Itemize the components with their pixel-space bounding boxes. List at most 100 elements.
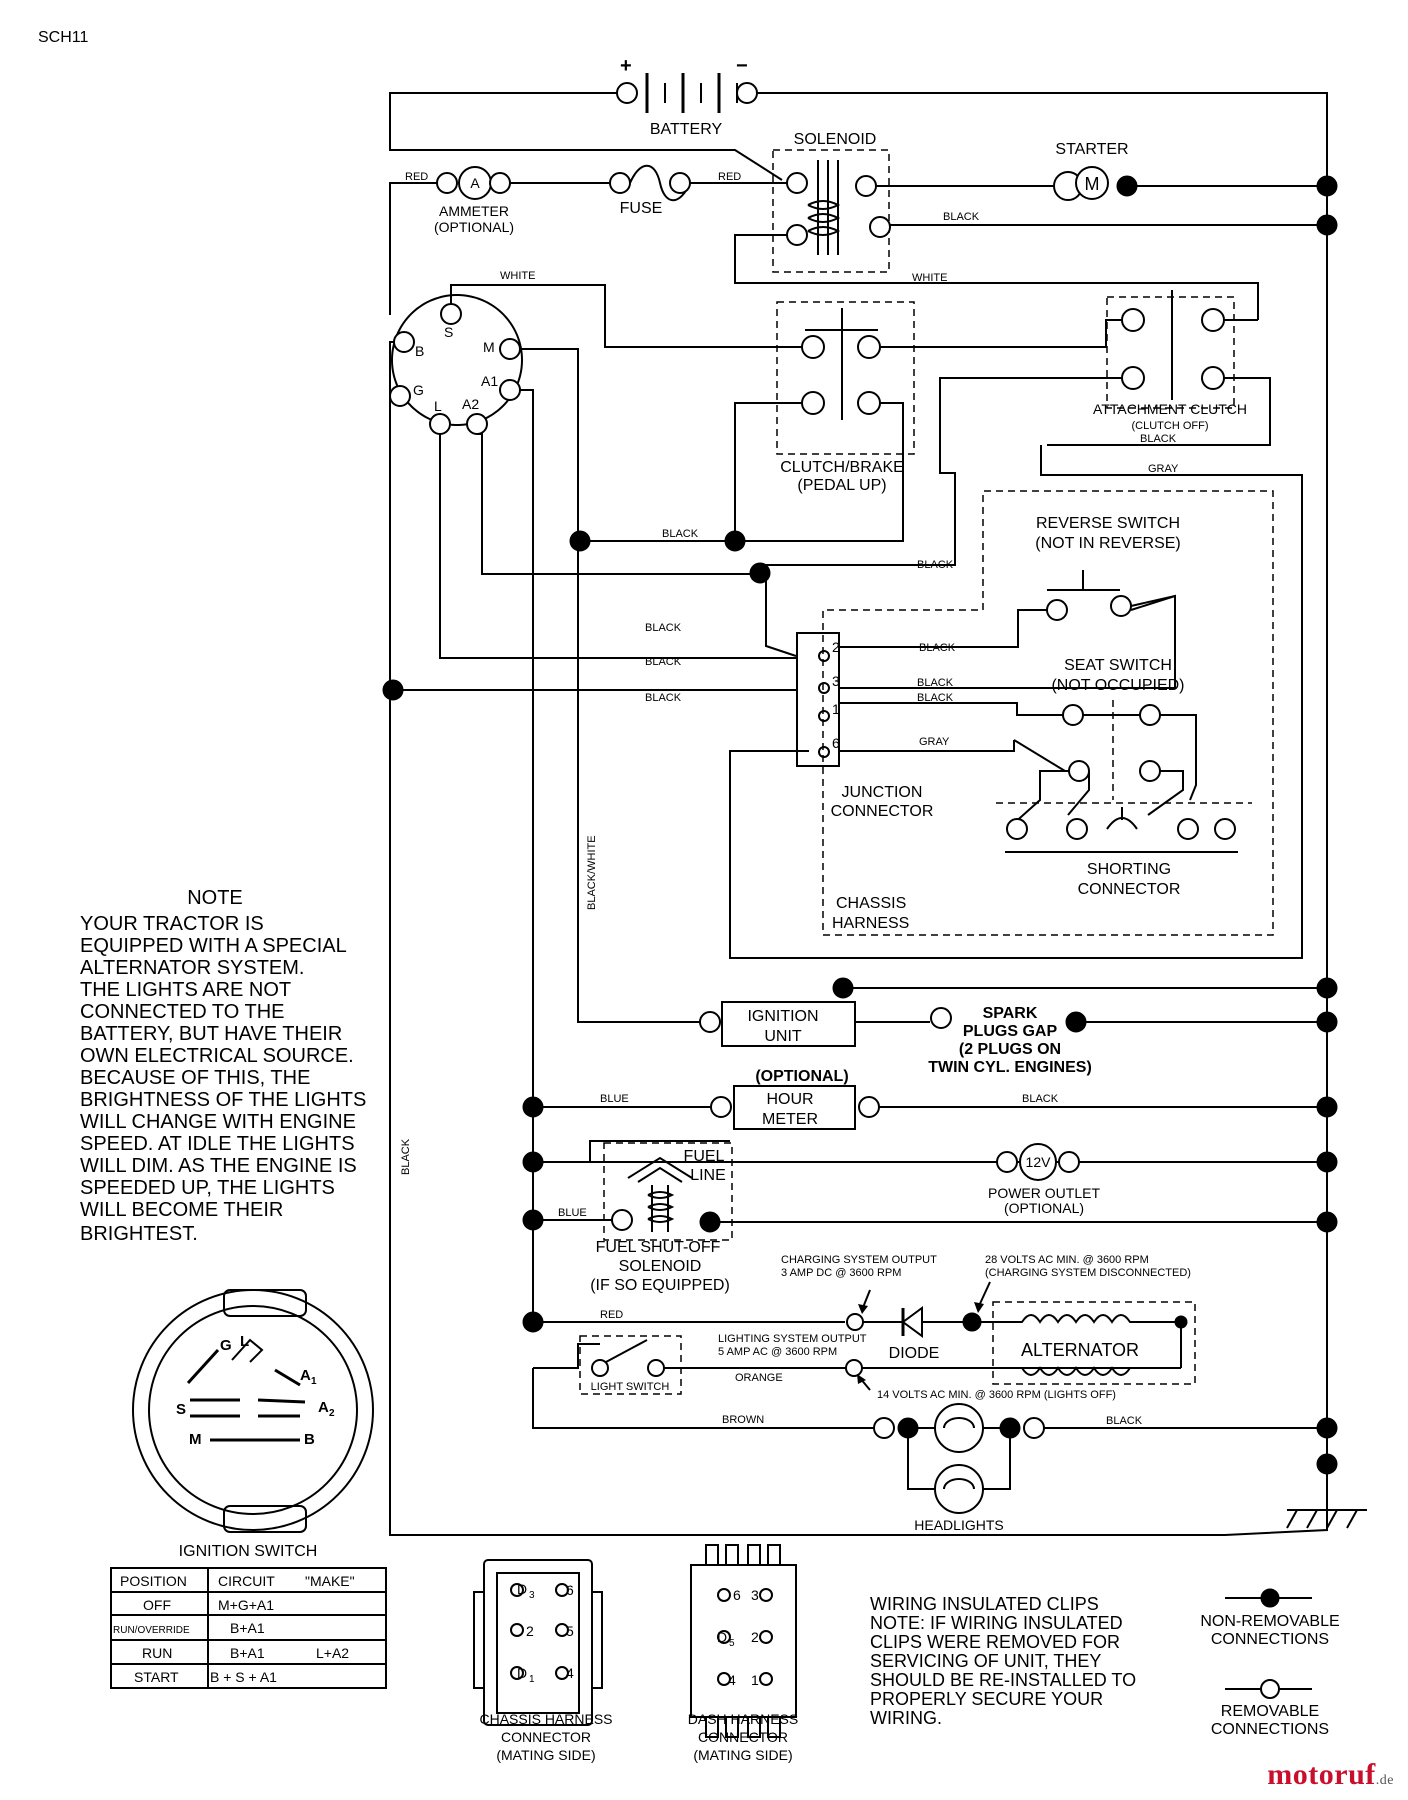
- dash-caption-line: DASH HARNESS: [688, 1711, 798, 1727]
- dash-harness-connector: 6 3 D 5 2 4 1: [690, 1544, 797, 1738]
- wire-label-red-2: RED: [718, 171, 741, 183]
- table-cell: B+A1: [230, 1620, 265, 1636]
- ignition-unit-label-1: IGNITION: [747, 1008, 818, 1025]
- face-a1-sub: 1: [311, 1376, 317, 1387]
- spark-plugs: SPARK PLUGS GAP (2 PLUGS ON TWIN CYL. EN…: [928, 1005, 1092, 1076]
- ammeter-label: AMMETER: [439, 203, 509, 219]
- ignition-switch-terminals: S M B A1 G L A2: [389, 294, 523, 435]
- note-line: SPEED. AT IDLE THE LIGHTS: [80, 1133, 355, 1155]
- spark-label-2: PLUGS GAP: [963, 1023, 1058, 1040]
- wire-label-blue-hm: BLUE: [600, 1093, 629, 1105]
- chg-out-1: CHARGING SYSTEM OUTPUT: [781, 1254, 937, 1266]
- solenoid-label: SOLENOID: [794, 131, 877, 148]
- note-line: BRIGHTEST.: [80, 1223, 198, 1245]
- shorting-connector-label: CONNECTOR: [1078, 881, 1181, 898]
- reverse-switch-label: REVERSE SWITCH: [1036, 515, 1180, 532]
- power-outlet-symbol: 12V: [1026, 1154, 1052, 1170]
- clips-note-line: SERVICING OF UNIT, THEY: [870, 1651, 1101, 1671]
- wire-label-gray-p6: GRAY: [919, 736, 950, 748]
- ignition-unit: IGNITION UNIT: [699, 1001, 856, 1047]
- wire-label-black-p3: BLACK: [917, 677, 954, 689]
- table-header: POSITION: [120, 1573, 187, 1589]
- terminal-l: L: [434, 398, 442, 414]
- junction-pin-1: 1: [832, 701, 840, 717]
- spark-label-1: SPARK: [983, 1005, 1038, 1022]
- dash-pin-5-num: 5: [729, 1638, 735, 1649]
- note-block: NOTE YOUR TRACTOR IS EQUIPPED WITH A SPE…: [80, 887, 366, 1245]
- wire-label-red-1: RED: [405, 171, 428, 183]
- terminal-s: S: [444, 324, 453, 340]
- table-cell: L+A2: [316, 1645, 349, 1661]
- wire-label-red-chg: RED: [600, 1309, 623, 1321]
- clutch-brake-label: CLUTCH/BRAKE: [780, 459, 904, 476]
- alternator: ALTERNATOR: [972, 1301, 1196, 1385]
- legend-non-removable: NON-REMOVABLE CONNECTIONS: [1200, 1588, 1340, 1648]
- seat-switch-label: SEAT SWITCH: [1064, 657, 1172, 674]
- wire-label-black-j3: BLACK: [645, 692, 682, 704]
- table-cell: RUN: [142, 1645, 172, 1661]
- fuel-line-label-2: LINE: [690, 1167, 726, 1184]
- junction-pin-6: 6: [832, 735, 840, 751]
- chassis-caption-line: CHASSIS HARNESS: [479, 1711, 612, 1727]
- dash-pin-3: 3: [751, 1587, 759, 1603]
- ammeter-symbol: A: [470, 175, 480, 191]
- clips-note-line: SHOULD BE RE-INSTALLED TO: [870, 1670, 1136, 1690]
- table-cell: START: [134, 1669, 179, 1685]
- note-line: WILL CHANGE WITH ENGINE: [80, 1111, 356, 1133]
- clips-note-line: CLIPS WERE REMOVED FOR: [870, 1632, 1120, 1652]
- shorting-connector: SHORTING CONNECTOR: [996, 802, 1252, 898]
- battery: + − BATTERY: [616, 55, 758, 138]
- page-id: SCH11: [38, 29, 88, 46]
- logo-suffix: .de: [1375, 1773, 1394, 1788]
- ignition-table: POSITION CIRCUIT "MAKE" OFF M+G+A1 RUN/O…: [110, 1567, 387, 1689]
- battery-label: BATTERY: [650, 121, 723, 138]
- note-line: EQUIPPED WITH A SPECIAL: [80, 935, 347, 957]
- table-header: "MAKE": [305, 1573, 355, 1589]
- harness-label: HARNESS: [832, 915, 909, 932]
- table-cell: B+A1: [230, 1645, 265, 1661]
- wire-label-gray-top: GRAY: [1148, 463, 1179, 475]
- spark-label-4: TWIN CYL. ENGINES): [928, 1059, 1092, 1076]
- dash-pin-4: 4: [728, 1672, 736, 1688]
- power-outlet-label: POWER OUTLET: [988, 1185, 1100, 1201]
- legend-removable: REMOVABLE CONNECTIONS: [1211, 1679, 1329, 1738]
- connector-label: CONNECTOR: [831, 803, 934, 820]
- shorting-label: SHORTING: [1087, 861, 1171, 878]
- seat-switch-sub: (NOT OCCUPIED): [1051, 677, 1184, 694]
- clutch-brake-switch: CLUTCH/BRAKE (PEDAL UP): [776, 301, 915, 494]
- wire-label-brown: BROWN: [722, 1414, 764, 1426]
- dash-caption-line: (MATING SIDE): [693, 1747, 792, 1763]
- chassis-pin-6: 6: [566, 1582, 574, 1598]
- wire-label-white-ign: WHITE: [500, 270, 535, 282]
- light-out-1: LIGHTING SYSTEM OUTPUT: [718, 1333, 867, 1345]
- ignition-unit-label-2: UNIT: [764, 1028, 802, 1045]
- chassis-pin-4: 4: [566, 1665, 574, 1681]
- wire-label-black-left: BLACK: [400, 1138, 412, 1175]
- wire-label-black-white: BLACK/WHITE: [586, 835, 598, 910]
- light-switch-label: LIGHT SWITCH: [591, 1381, 670, 1393]
- note-line: OWN ELECTRICAL SOURCE.: [80, 1045, 354, 1067]
- face-l: L: [240, 1333, 249, 1350]
- ignition-switch-title: IGNITION SWITCH: [179, 1543, 318, 1560]
- junction-connector: 2 3 1 6 JUNCTION CONNECTOR: [796, 632, 934, 820]
- charging-output-label: CHARGING SYSTEM OUTPUT 3 AMP DC @ 3600 R…: [781, 1254, 937, 1279]
- battery-minus: −: [736, 55, 748, 77]
- fuel-sol-label-3: (IF SO EQUIPPED): [590, 1277, 730, 1294]
- dash-pin-6: 6: [733, 1587, 741, 1603]
- wire-label-black-j1: BLACK: [645, 622, 682, 634]
- diode: DIODE: [863, 1306, 972, 1362]
- headlights: HEADLIGHTS: [873, 1403, 1045, 1533]
- table-cell: OFF: [143, 1597, 171, 1613]
- clutch-brake-sub: (PEDAL UP): [797, 477, 886, 494]
- starter-symbol: M: [1085, 174, 1100, 194]
- note-line: ALTERNATOR SYSTEM.: [80, 957, 304, 979]
- battery-plus: +: [620, 55, 632, 77]
- hour-meter-label-1: HOUR: [766, 1091, 813, 1108]
- starter: M STARTER: [1053, 141, 1138, 201]
- ground-symbol: [1286, 1464, 1367, 1529]
- power-outlet-optional: (OPTIONAL): [1004, 1200, 1084, 1216]
- reverse-switch: REVERSE SWITCH (NOT IN REVERSE): [1035, 515, 1181, 621]
- ignition-switch-face: G L A 1 S A 2 M B: [132, 1289, 374, 1533]
- legend-nonremovable-2: CONNECTIONS: [1211, 1631, 1329, 1648]
